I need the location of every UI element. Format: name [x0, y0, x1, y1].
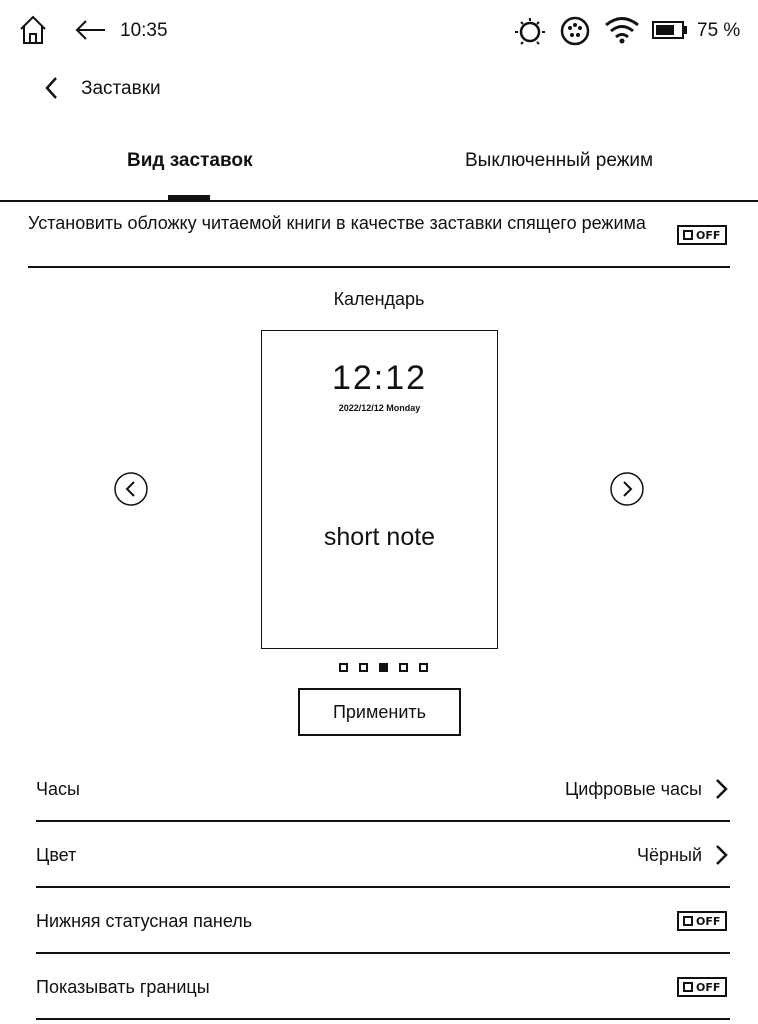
chevron-right-icon [716, 779, 728, 799]
back-chevron-icon[interactable] [40, 75, 66, 101]
tab-off-mode[interactable]: Выключенный режим [465, 150, 654, 171]
cover-setting-toggle[interactable]: OFF [677, 225, 727, 245]
preview-clock: 12:12 [331, 359, 428, 397]
divider [28, 266, 730, 268]
page-dot[interactable] [359, 663, 368, 672]
page-dot[interactable] [419, 663, 428, 672]
setting-label: Нижняя статусная панель [36, 910, 253, 931]
setting-label: Показывать границы [36, 976, 210, 997]
preview-note: short note [323, 523, 436, 551]
back-arrow-icon[interactable] [74, 19, 106, 41]
previous-button[interactable] [114, 472, 148, 506]
apply-button[interactable]: Применить [298, 688, 461, 736]
brightness-icon[interactable] [514, 16, 546, 46]
screensaver-preview: 12:12 2022/12/12 Monday short note [261, 330, 498, 649]
setting-row-borders: Показывать границы OFF [36, 954, 728, 1020]
divider [36, 952, 730, 954]
active-tab-indicator [168, 195, 210, 200]
cover-setting-label: Установить обложку читаемой книги в каче… [28, 213, 646, 233]
toggle-state: OFF [696, 228, 721, 242]
next-button[interactable] [610, 472, 644, 506]
toggle-box-icon [683, 982, 693, 992]
preview-date: 2022/12/12 Monday [338, 403, 421, 413]
setting-row-clock[interactable]: Часы Цифровые часы [36, 756, 728, 822]
setting-row-color[interactable]: Цвет Чёрный [36, 822, 728, 888]
setting-row-status-panel: Нижняя статусная панель OFF [36, 888, 728, 954]
setting-value: Цифровые часы [564, 778, 702, 799]
home-icon[interactable] [18, 14, 48, 46]
battery-icon [652, 20, 688, 40]
page-dot[interactable] [339, 663, 348, 672]
battery-percent: 75 % [697, 20, 741, 41]
borders-toggle[interactable]: OFF [677, 977, 727, 997]
toggle-box-icon [683, 230, 693, 240]
tabs-divider [0, 200, 758, 202]
divider [36, 886, 730, 888]
chevron-right-icon [610, 472, 644, 506]
divider [36, 1018, 730, 1020]
toggle-state: OFF [696, 914, 721, 928]
page-indicator [339, 663, 428, 672]
sync-icon[interactable] [559, 15, 591, 47]
page-dot[interactable] [379, 663, 388, 672]
preview-title: Календарь [333, 289, 425, 309]
status-time: 10:35 [120, 20, 168, 41]
page-dot[interactable] [399, 663, 408, 672]
page-title: Заставки [81, 78, 161, 99]
toggle-state: OFF [696, 980, 721, 994]
tab-screensaver-view[interactable]: Вид заставок [127, 150, 253, 171]
toggle-box-icon [683, 916, 693, 926]
setting-label: Часы [36, 778, 80, 799]
chevron-left-icon [114, 472, 148, 506]
wifi-icon[interactable] [604, 16, 640, 44]
status-panel-toggle[interactable]: OFF [677, 911, 727, 931]
divider [36, 820, 730, 822]
setting-label: Цвет [36, 844, 77, 865]
chevron-right-icon [716, 845, 728, 865]
setting-value: Чёрный [637, 844, 702, 865]
